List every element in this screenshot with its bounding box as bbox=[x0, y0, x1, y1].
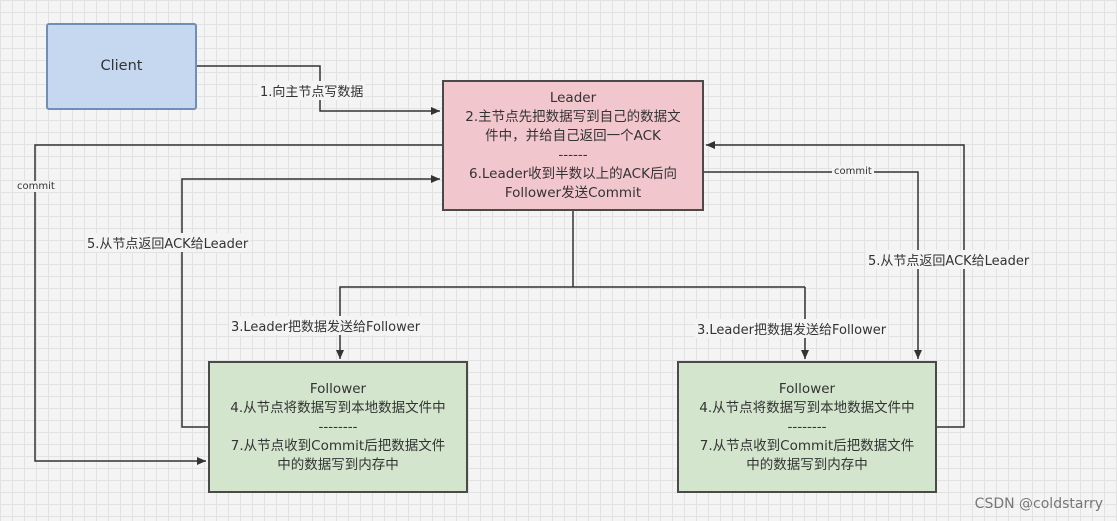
edge-label-commit-right: commit bbox=[832, 166, 874, 177]
follower-right-node[interactable]: Follower 4.从节点将数据写到本地数据文件中 -------- 7.从节… bbox=[677, 361, 937, 493]
follower-left-line-2: 7.从节点收到Commit后把数据文件 bbox=[230, 437, 446, 454]
leader-node[interactable]: Leader 2.主节点先把数据写到自己的数据文 件中，并给自己返回一个ACK … bbox=[442, 80, 704, 211]
edge-label-send-left: 3.Leader把数据发送给Follower bbox=[229, 316, 423, 335]
follower-left-separator: -------- bbox=[318, 418, 358, 435]
leader-line-4: Follower发送Commit bbox=[504, 184, 642, 201]
client-node[interactable]: Client bbox=[46, 23, 197, 110]
edge-label-send-right: 3.Leader把数据发送给Follower bbox=[695, 319, 889, 338]
leader-line-1: 2.主节点先把数据写到自己的数据文 bbox=[465, 108, 681, 125]
edge-ack-left bbox=[181, 175, 440, 428]
follower-left-line-1: 4.从节点将数据写到本地数据文件中 bbox=[230, 399, 446, 416]
follower-right-title: Follower bbox=[778, 380, 836, 397]
follower-right-line-2: 7.从节点收到Commit后把数据文件 bbox=[699, 437, 915, 454]
edge-send-left bbox=[336, 286, 805, 359]
follower-right-line-3: 中的数据写到内存中 bbox=[746, 456, 868, 473]
edge-label-ack-right: 5.从节点返回ACK给Leader bbox=[866, 250, 1032, 269]
follower-right-line-1: 4.从节点将数据写到本地数据文件中 bbox=[699, 399, 915, 416]
follower-left-node[interactable]: Follower 4.从节点将数据写到本地数据文件中 -------- 7.从节… bbox=[208, 361, 468, 493]
leader-title: Leader bbox=[549, 89, 597, 106]
edge-commit-left bbox=[34, 144, 442, 465]
follower-right-separator: -------- bbox=[787, 418, 827, 435]
edge-label-ack-left: 5.从节点返回ACK给Leader bbox=[85, 233, 251, 252]
leader-line-3: 6.Leader收到半数以上的ACK后向 bbox=[469, 165, 677, 182]
client-label: Client bbox=[100, 58, 143, 74]
edge-label-commit-left: commit bbox=[15, 181, 57, 192]
follower-left-title: Follower bbox=[309, 380, 367, 397]
watermark: CSDN @coldstarry bbox=[974, 496, 1103, 512]
leader-separator: ------ bbox=[558, 146, 588, 163]
follower-left-line-3: 中的数据写到内存中 bbox=[277, 456, 399, 473]
edge-label-client-to-leader: 1.向主节点写数据 bbox=[258, 81, 366, 100]
edge-ack-right bbox=[706, 141, 965, 428]
edge-commit-right bbox=[704, 171, 922, 359]
leader-line-2: 件中，并给自己返回一个ACK bbox=[485, 127, 661, 144]
